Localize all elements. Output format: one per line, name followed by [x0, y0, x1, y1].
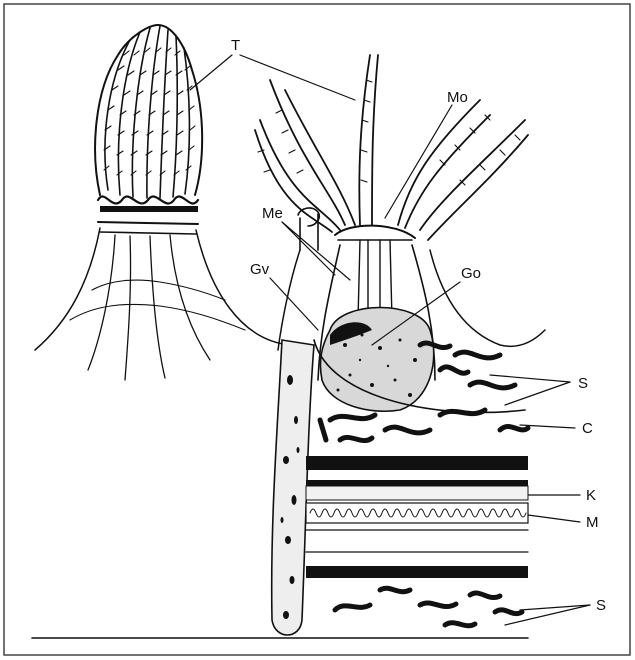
label-M: M — [586, 514, 599, 531]
label-S-lower: S — [596, 597, 606, 614]
label-Go: Go — [461, 265, 481, 282]
label-S-upper: S — [578, 375, 588, 392]
label-K: K — [586, 487, 596, 504]
label-C: C — [582, 420, 593, 437]
label-Gv: Gv — [250, 261, 270, 278]
label-T: T — [231, 37, 240, 54]
label-Me: Me — [262, 205, 283, 222]
label-Mo: Mo — [447, 89, 468, 106]
